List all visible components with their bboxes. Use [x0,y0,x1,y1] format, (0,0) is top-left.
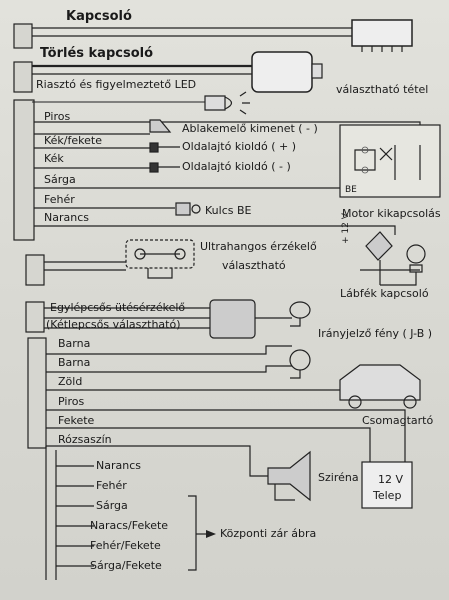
label-fekete: Fekete [58,414,95,427]
label-irany: Irányjelző fény ( J-B ) [318,327,433,340]
label-n1: Narancs [96,459,141,472]
label-sarga: Sárga [44,173,76,186]
label-kek-fekete: Kék/fekete [44,134,102,147]
label-telep1: 12 V [378,473,404,486]
label-csomagtarto: Csomagtartó [362,414,434,427]
label-valaszthato-tetel: választható tétel [336,83,429,96]
connector-block-3 [13,99,35,241]
label-n6: Sárga/Fekete [90,559,162,572]
label-torles: Törlés kapcsoló [40,46,154,61]
label-ketlepcsos: (Kétlepcsős választható) [46,318,181,331]
label-be: BE [345,185,357,195]
label-kulcs: Kulcs BE [205,204,252,217]
label-barna2: Barna [58,356,91,369]
label-ultra1: Ultrahangos érzékelő [200,240,317,253]
connector-block-4 [25,254,45,286]
label-egylepcsos: Egylépcsős ütésérzékelő [50,301,186,314]
label-ultra2: választható [222,259,286,272]
label-piros-top: Piros [44,110,71,123]
label-n3: Sárga [96,499,128,512]
label-labfek: Lábfék kapcsoló [340,287,429,300]
label-szirena: Sziréna [318,471,359,484]
connector-block-2 [13,61,33,93]
label-n2: Fehér [96,479,127,492]
label-ablakemelo: Ablakemelő kimenet ( - ) [182,122,318,135]
connector-block-6 [27,337,47,449]
label-narancs: Narancs [44,211,89,224]
connector-block-5 [25,301,45,333]
label-motor: Motor kikapcsolás [342,207,441,220]
label-led: Riasztó és figyelmeztető LED [36,78,197,91]
label-telep2: Telep [373,489,402,502]
label-n4: Naracs/Fekete [90,519,169,532]
label-barna1: Barna [58,337,91,350]
label-kozponti: Központi zár ábra [220,527,317,540]
label-oldal-minus: Oldalajtó kioldó ( - ) [182,160,291,173]
label-piros-bot: Piros [58,395,85,408]
label-kek: Kék [44,152,64,165]
connector-block-1 [13,23,33,49]
label-rozsaszin: Rózsaszín [58,433,112,446]
label-kapcsolo: Kapcsoló [66,9,132,24]
label-oldal-plus: Oldalajtó kioldó ( + ) [182,140,297,153]
label-12v: + 12 V [341,213,351,244]
label-n5: Fehér/Fekete [90,539,161,552]
label-feher: Fehér [44,193,75,206]
label-zold: Zöld [58,375,83,388]
